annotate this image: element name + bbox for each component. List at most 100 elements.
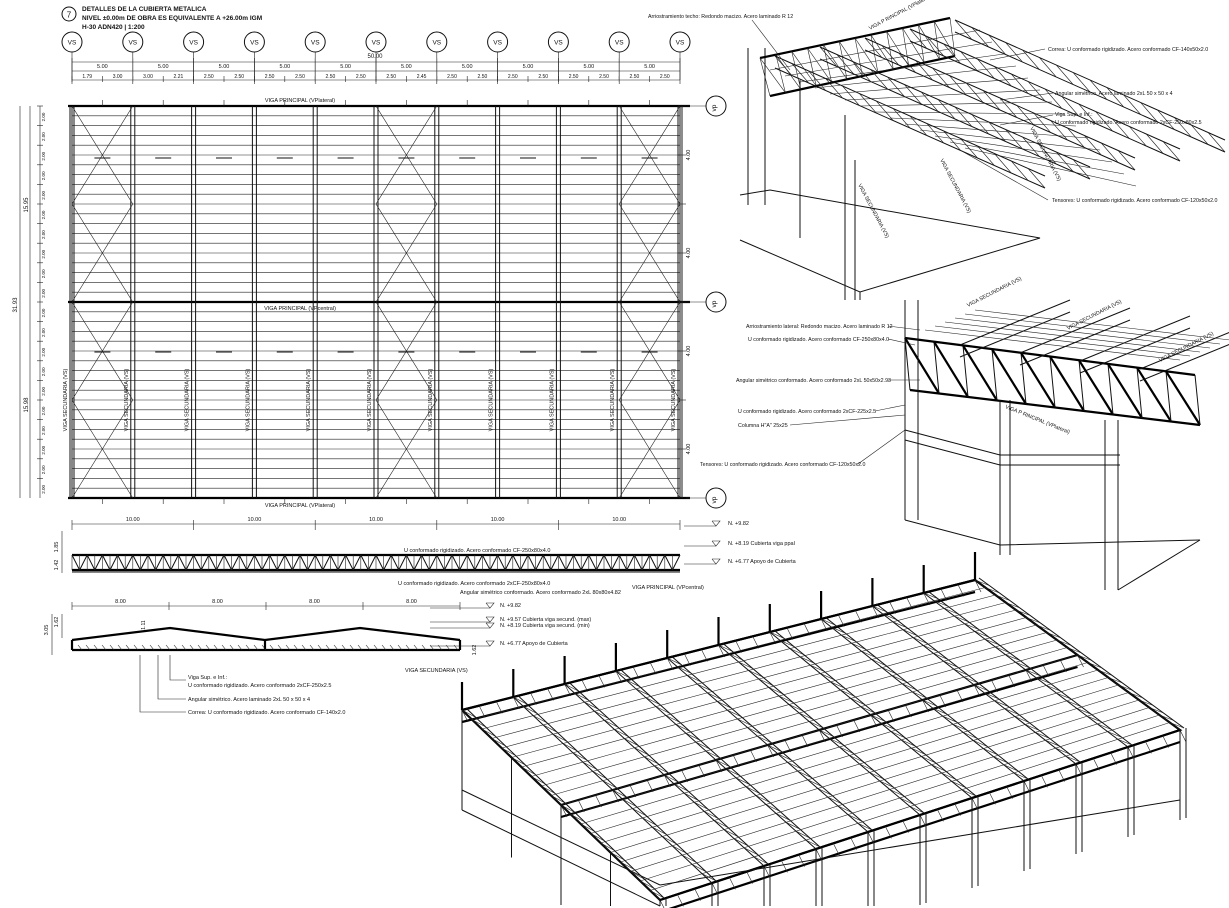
left-sub-dim: 2.00 <box>41 210 46 219</box>
roof-purlin <box>541 639 1058 787</box>
iso-secondary-web <box>1005 129 1023 150</box>
roof-purlin <box>481 594 996 730</box>
roof-secondary-web <box>932 707 947 715</box>
roof-secondary-web <box>624 738 639 746</box>
roof-secondary-web <box>604 720 619 728</box>
left-sub-dim: 2.00 <box>41 485 46 494</box>
iso1-beam-label-3: VIGA SECUNDARIA (VS) <box>938 158 972 214</box>
roof-secondary-web <box>1087 662 1103 669</box>
roof-secondary-web <box>592 771 607 779</box>
iso2-post <box>1049 356 1056 408</box>
roof-main-web <box>694 888 701 901</box>
roof-secondary-web <box>869 772 884 780</box>
roof-secondary-web <box>1005 602 1021 609</box>
truss-diagonal <box>550 554 559 571</box>
plan-span-dim: 5.00 <box>462 64 473 70</box>
iso2-diagonal <box>962 344 998 402</box>
roof-secondary-web <box>574 692 589 701</box>
secondary-web <box>157 644 163 651</box>
plan-bracing <box>618 105 681 205</box>
roof-secondary-web <box>704 811 719 819</box>
roof-main-web <box>629 784 637 798</box>
iso-secondary-web <box>1162 141 1181 162</box>
iso-main-beam-post <box>775 54 786 93</box>
roof-secondary-web <box>1036 624 1051 631</box>
roof-secondary-web <box>1128 692 1144 699</box>
roof-main-web <box>781 860 788 873</box>
left-sub-dim: 2.00 <box>41 328 46 337</box>
truss-diagonal <box>177 554 187 571</box>
roof-secondary-web <box>890 731 906 739</box>
roof-secondary-web <box>983 748 998 755</box>
roof-purlin <box>531 632 1047 777</box>
roof-secondary-web <box>717 701 732 709</box>
roof-secondary-web <box>602 780 617 789</box>
roof-secondary-web <box>839 746 854 754</box>
roof-main-web <box>940 588 948 601</box>
plan-bracing <box>71 301 134 401</box>
iso-main-beam-diag <box>775 54 802 90</box>
sheet-subtitle: NIVEL ±0.00m DE OBRA ES EQUIVALENTE A +2… <box>82 15 262 22</box>
roof-secondary-web <box>582 761 597 770</box>
iso-secondary-web <box>1157 109 1175 130</box>
secondary-web <box>245 644 251 651</box>
roof-secondary-web <box>1077 654 1092 661</box>
roof-secondary-web <box>672 845 687 854</box>
plan-sub-dim: 2.50 <box>569 74 579 80</box>
roof-secondary-web <box>850 698 865 705</box>
truss-diagonal <box>626 554 635 571</box>
plan-sub-dim: 2.50 <box>538 74 548 80</box>
roof-secondary-web <box>902 683 917 691</box>
elevation-span-dim: 10.00 <box>126 517 140 523</box>
secondary-beam-label: VIGA SECUNDARIA (VS) <box>185 369 191 432</box>
iso-secondary-web <box>960 138 978 159</box>
iso-secondary-web <box>1056 64 1074 85</box>
roof-main-web <box>769 631 777 645</box>
roof-purlin <box>620 699 1140 863</box>
iso-purlin <box>829 77 1029 95</box>
secondary-web <box>341 644 347 651</box>
secondary-web <box>333 644 339 651</box>
iso2-mid-beam <box>904 439 1120 466</box>
plan-span-dim: 5.00 <box>401 64 412 70</box>
roof-secondary-web <box>501 747 516 756</box>
secondary-elevation-mid-dim: 1.11 <box>141 620 147 630</box>
iso-secondary-web <box>1039 57 1057 78</box>
plan-sub-dim: 2.50 <box>630 74 640 80</box>
roof-secondary-web <box>580 823 595 832</box>
truss-diagonal <box>238 554 248 571</box>
plan-bracing <box>618 399 681 499</box>
roof-main-web <box>1006 786 1013 799</box>
central-main-beam-label: VIGA PRINCIPAL (VPcentral) <box>264 306 336 312</box>
truss-diagonal <box>671 554 681 571</box>
roof-main-web <box>867 831 875 845</box>
iso-secondary-web <box>1191 124 1209 145</box>
truss-diagonal <box>466 554 476 571</box>
secondary-web <box>197 644 203 651</box>
roof-secondary-web <box>649 890 665 899</box>
iso1-beam-label-1: VIGA P RINCIPAL (VPlateral) <box>868 0 932 32</box>
right-dim: 4.00 <box>686 346 692 357</box>
roof-secondary-web <box>748 670 763 678</box>
iso-secondary-web <box>932 67 950 88</box>
iso-secondary-web <box>1027 81 1046 102</box>
roof-secondary-web <box>902 629 918 636</box>
roof-main-web <box>902 820 909 833</box>
roof-main-web <box>922 699 929 713</box>
iso-purlin <box>919 129 1101 151</box>
iso-secondary-web <box>1089 79 1108 100</box>
secondary-web <box>349 644 355 651</box>
roof-main-web <box>786 627 794 640</box>
plan-bracing <box>618 301 681 401</box>
roof-secondary-web <box>1169 722 1185 729</box>
iso-secondary-web <box>1044 88 1063 109</box>
truss-diagonal <box>664 554 673 571</box>
plan-sub-dim: 2.50 <box>356 74 366 80</box>
truss-diagonal <box>170 554 179 571</box>
left-sub-dim: 2.00 <box>41 230 46 239</box>
left-sub-dim: 2.00 <box>41 269 46 278</box>
iso-purlin <box>874 111 1065 115</box>
iso2-column-label: Columna H"A" 25x25 <box>738 423 788 429</box>
secondary-web <box>277 644 283 651</box>
